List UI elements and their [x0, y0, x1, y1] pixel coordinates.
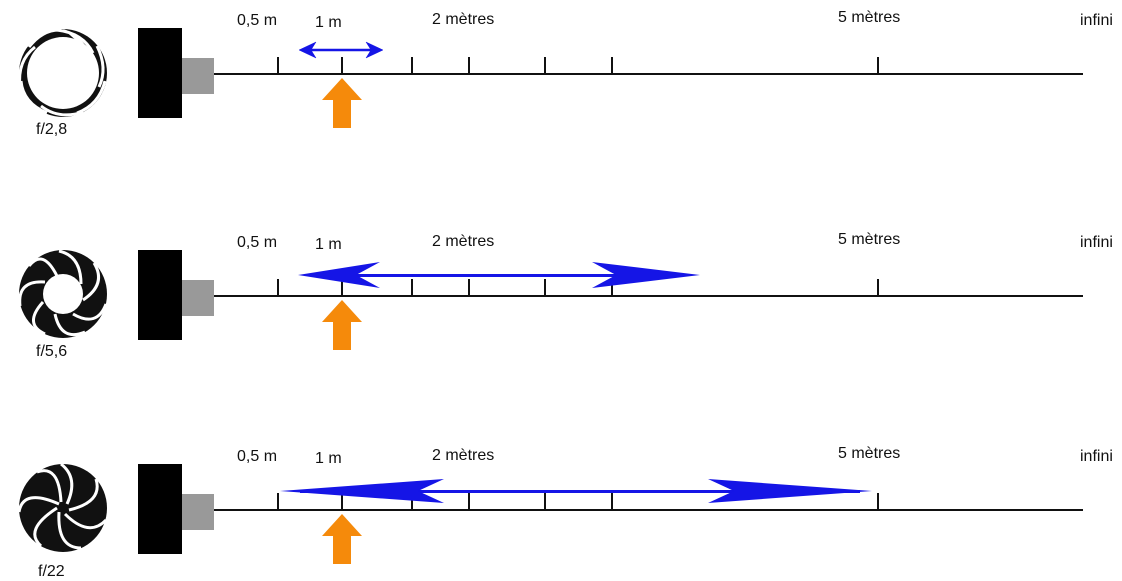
aperture-label: f/22: [38, 563, 65, 580]
label-5m: 5 mètres: [838, 9, 900, 26]
camera-lens: [182, 280, 214, 316]
label-5m: 5 mètres: [838, 231, 900, 248]
label-infinity: infini: [1080, 12, 1113, 29]
label-infinity: infini: [1080, 234, 1113, 251]
label-0-5m: 0,5 m: [237, 12, 277, 29]
aperture-label: f/5,6: [36, 343, 67, 360]
label-1m: 1 m: [315, 14, 342, 31]
focus-point-arrow: [322, 300, 362, 350]
label-2m: 2 mètres: [432, 233, 494, 250]
label-0-5m: 0,5 m: [237, 448, 277, 465]
label-2m: 2 mètres: [432, 447, 494, 464]
row-f22: f/22 0,5 m 1 m 2 mètres 5 mètres infini: [17, 445, 1113, 580]
focus-point-arrow: [322, 514, 362, 564]
camera-body: [138, 464, 182, 554]
camera-body: [138, 28, 182, 118]
camera-lens: [182, 494, 214, 530]
focus-point-arrow: [322, 78, 362, 128]
aperture-wide-open-icon: [18, 28, 107, 117]
aperture-label: f/2,8: [36, 121, 67, 138]
depth-of-field-arrow: [280, 479, 872, 503]
label-5m: 5 mètres: [838, 445, 900, 462]
label-infinity: infini: [1080, 448, 1113, 465]
aperture-closed-icon: [17, 462, 108, 552]
camera-lens: [182, 58, 214, 94]
label-1m: 1 m: [315, 236, 342, 253]
depth-of-field-arrow: [298, 262, 700, 288]
label-2m: 2 mètres: [432, 11, 494, 28]
depth-of-field-arrow: [298, 41, 384, 59]
label-0-5m: 0,5 m: [237, 234, 277, 251]
row-f5-6: f/5,6 0,5 m 1 m 2 mètres 5 mètres infini: [18, 231, 1113, 360]
axis-ticks: [277, 57, 879, 74]
row-f2-8: f/2,8 0,5 m 1 m 2 mètres 5 mètres infini: [18, 9, 1113, 138]
camera-body: [138, 250, 182, 340]
aperture-medium-icon: [18, 249, 108, 338]
label-1m: 1 m: [315, 450, 342, 467]
